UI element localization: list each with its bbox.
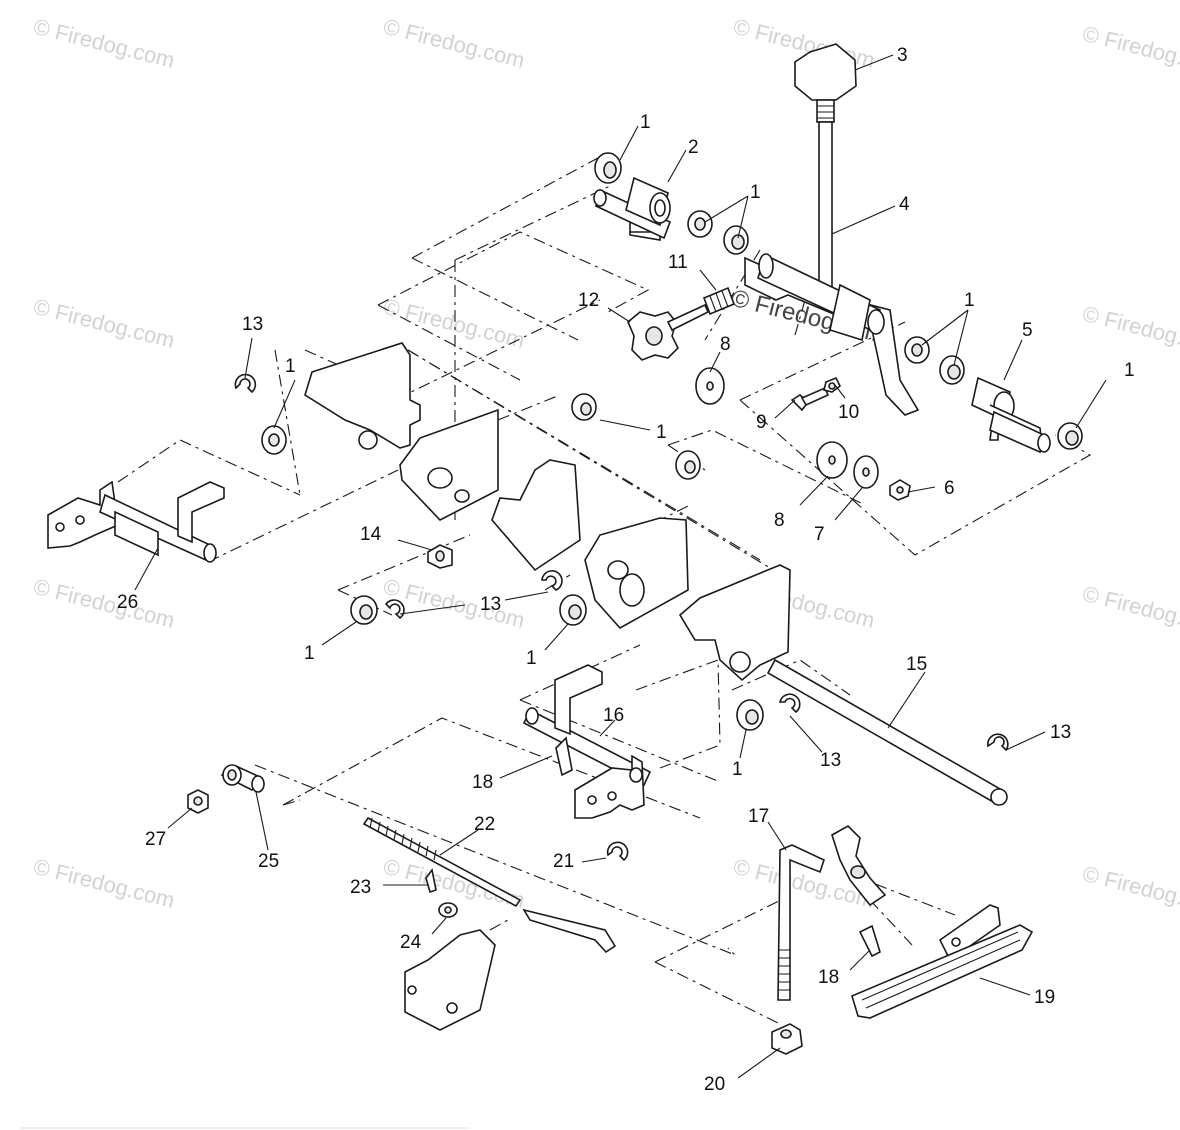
inner-bracket-right [584, 517, 689, 630]
callout-1: 1 [732, 759, 743, 780]
callout-13: 13 [480, 594, 501, 615]
linkage-rod-assembly [187, 764, 617, 1031]
callout-1: 1 [656, 422, 667, 443]
callout-23: 23 [350, 877, 371, 898]
long-shaft [766, 658, 1008, 806]
callout-13: 13 [242, 314, 263, 335]
rod-17 [777, 844, 825, 1001]
cam-plate [404, 929, 496, 1031]
e-clip [606, 841, 629, 862]
callout-27: 27 [145, 829, 166, 850]
callout-24: 24 [400, 932, 422, 953]
main-bracket-plate [304, 342, 791, 682]
shift-lever-rod [818, 121, 833, 303]
hair-pin [858, 924, 881, 958]
callout-1: 1 [526, 648, 537, 669]
right-pivot-assembly [904, 336, 1083, 454]
watermark: © Firedog.com [1080, 301, 1180, 360]
hair-pin [555, 736, 573, 777]
callout-1: 1 [1124, 360, 1135, 381]
inner-bracket-center [491, 459, 581, 572]
callout-20: 20 [704, 1074, 725, 1095]
callout-1: 1 [304, 643, 315, 664]
callout-16: 16 [603, 705, 624, 726]
callout-17: 17 [748, 806, 769, 827]
lower-bracket-assembly [522, 664, 652, 862]
rod-hook [522, 908, 617, 954]
callout-19: 19 [1034, 987, 1055, 1008]
pivot-bushing-assembly [593, 152, 749, 255]
watermark: © Firedog.com [381, 574, 527, 633]
shift-lever-assembly [744, 43, 920, 416]
left-shaft-assembly [47, 480, 225, 563]
e-clip [778, 693, 801, 714]
e-clip [234, 373, 257, 394]
callout-18: 18 [472, 772, 493, 793]
shaft-arm [177, 481, 225, 544]
watermark: © Firedog.com [1080, 581, 1180, 640]
callout-2: 2 [688, 137, 699, 158]
cotter-pin [425, 868, 437, 894]
callout-21: 21 [553, 851, 574, 872]
callout-11: 11 [668, 252, 688, 273]
callout-1: 1 [285, 356, 296, 377]
shaft-16-arm [554, 664, 603, 736]
callout-1: 1 [964, 290, 975, 311]
callout-13: 13 [820, 750, 841, 771]
watermark: © Firedog.com [1080, 861, 1180, 920]
bushings-eclips [234, 373, 1009, 752]
callout-3: 3 [897, 45, 908, 66]
vertical-rod-assembly [771, 844, 825, 1055]
callout-7: 7 [814, 524, 825, 545]
left-bracket [304, 342, 421, 449]
right-bracket [678, 564, 791, 682]
watermark: © Firedog.com [381, 14, 527, 73]
callout-25: 25 [258, 851, 279, 872]
callout-5: 5 [1022, 320, 1033, 341]
callout-1: 1 [640, 112, 651, 133]
callout-1: 1 [750, 182, 761, 203]
callout-15: 15 [906, 654, 927, 675]
callout-labels: 3 1 2 1 4 11 12 1 5 1 8 10 9 13 1 1 6 8 … [117, 45, 1135, 1095]
callout-12: 12 [578, 290, 599, 311]
nut-20 [771, 1023, 803, 1055]
callout-6: 6 [944, 478, 955, 499]
inner-bracket-left [399, 408, 499, 521]
lock-knob-assembly [627, 286, 736, 361]
callout-9: 9 [756, 412, 767, 433]
callout-18: 18 [818, 967, 839, 988]
e-clip [541, 570, 563, 591]
callout-8: 8 [720, 334, 731, 355]
shift-knob [794, 43, 857, 101]
assembly-lines [117, 157, 1092, 1026]
e-clip [987, 733, 1009, 752]
callout-22: 22 [474, 814, 495, 835]
watermark: © Firedog.com [31, 574, 177, 633]
hardware-small [695, 367, 911, 501]
watermark: © Firedog.com [31, 854, 177, 913]
callout-8: 8 [774, 510, 785, 531]
watermark: © Firedog.com [31, 14, 177, 73]
callout-13: 13 [1050, 722, 1071, 743]
pedal-assembly [831, 825, 1034, 1019]
callout-10: 10 [838, 402, 859, 423]
e-clip [384, 599, 405, 620]
callout-26: 26 [117, 592, 138, 613]
watermark: © Firedog.com [31, 294, 177, 353]
callout-14: 14 [360, 524, 382, 545]
callout-4: 4 [899, 194, 910, 215]
watermark: © Firedog.com [1080, 21, 1180, 80]
leader-lines [134, 54, 1107, 1079]
